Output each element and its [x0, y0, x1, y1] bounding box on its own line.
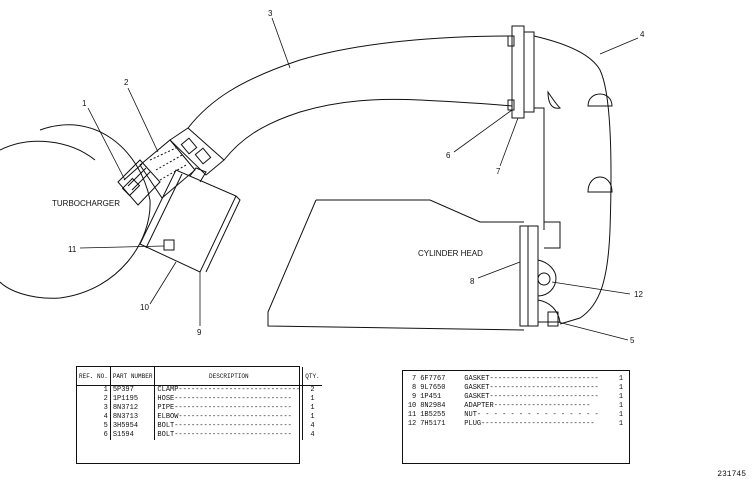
header-desc: DESCRIPTION	[154, 367, 304, 386]
callout-2: 2	[124, 78, 129, 87]
callout-5: 5	[630, 336, 635, 345]
callout-1: 1	[82, 99, 87, 108]
adapter-flange	[519, 225, 561, 327]
clamp-item-1	[117, 159, 161, 206]
elbow-boss-lower	[587, 176, 613, 193]
callout-6: 6	[446, 151, 451, 160]
callout-12: 12	[634, 290, 643, 299]
header-ref: REF. NO.	[77, 367, 111, 386]
pipe-item-3-lower	[223, 98, 513, 161]
elbow-boss-upper	[587, 93, 613, 107]
callout-9: 9	[197, 328, 202, 337]
callout-3: 3	[268, 9, 273, 18]
callout-10: 10	[140, 303, 149, 312]
elbow-item-4	[533, 35, 612, 325]
pipe-item-3	[187, 35, 513, 129]
pipe-flange	[507, 25, 535, 119]
callout-4: 4	[640, 30, 645, 39]
turbocharger-housing-inner	[0, 140, 96, 161]
header-qty: QTY.	[302, 367, 322, 386]
header-part: PART NUMBER	[110, 367, 156, 386]
turbocharger-housing	[0, 124, 151, 299]
cylinder-head	[267, 199, 525, 331]
turbocharger-label: TURBOCHARGER	[52, 199, 120, 208]
leader-lines	[79, 17, 639, 341]
elbow-item-4-inner	[534, 107, 545, 230]
figure-number: 231745	[717, 470, 746, 479]
callout-7: 7	[496, 167, 501, 176]
callout-11: 11	[68, 245, 77, 254]
adapter-item-10	[139, 167, 241, 273]
callout-8: 8	[470, 277, 475, 286]
plug-item-12	[537, 272, 551, 286]
cylinder-head-label: CYLINDER HEAD	[418, 249, 483, 258]
